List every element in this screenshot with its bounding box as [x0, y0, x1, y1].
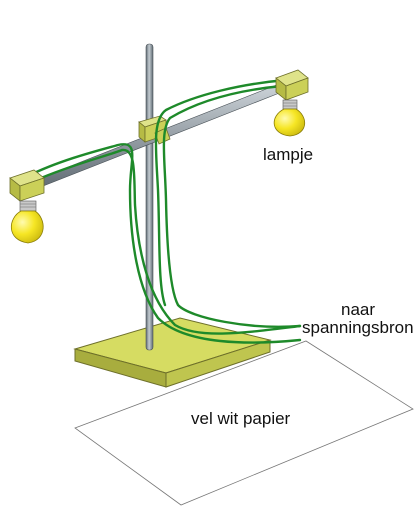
wire-right-lamp [162, 84, 302, 328]
power-source-label-line1: naar [341, 300, 375, 319]
lamp-bulb-icon [10, 210, 44, 244]
stand-base [73, 317, 272, 388]
left-lamp [9, 169, 45, 244]
wire-right-lamp-2 [154, 78, 288, 307]
paper-label: vel wit papier [191, 409, 291, 428]
lamp-bulb-icon [273, 108, 306, 137]
wire-left-lamp [26, 143, 302, 344]
wire-left-lamp-2 [32, 148, 302, 335]
lamp-label: lampje [263, 145, 313, 164]
power-source-label-line2: spanningsbron [302, 318, 414, 337]
right-lamp [273, 69, 309, 137]
paper-sheet [74, 340, 414, 506]
wires [26, 78, 302, 344]
